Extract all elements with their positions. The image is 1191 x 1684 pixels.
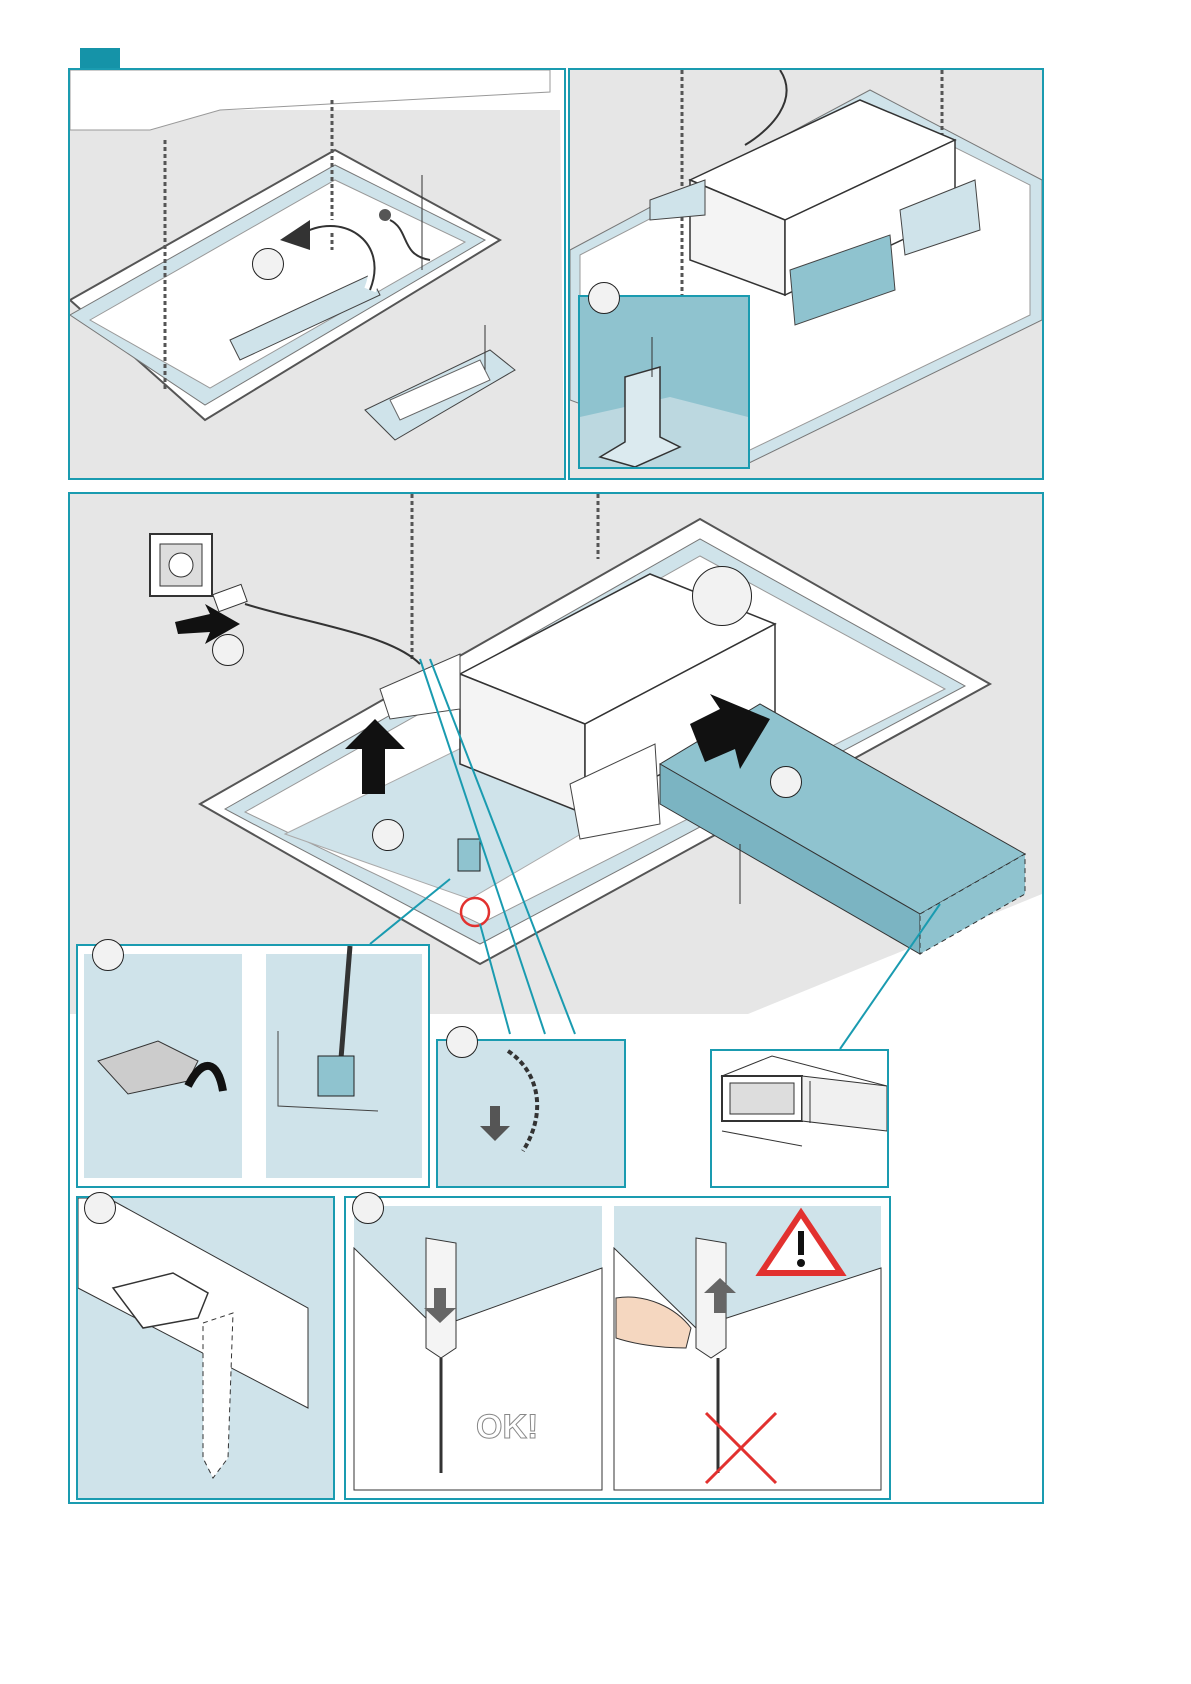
arrow-icon (480, 1106, 510, 1141)
callout-5 (372, 819, 404, 851)
chain-icon (508, 1051, 537, 1151)
callout-1 (252, 248, 284, 280)
inset-screw-fixing: OK! (344, 1196, 891, 1500)
allen-key-icon: OK! (346, 1198, 889, 1498)
inset-duct-section (710, 1049, 889, 1188)
inset-chain-removal (436, 1039, 626, 1188)
panel-top-left (68, 68, 566, 480)
callout-6 (92, 939, 124, 971)
wall-socket-icon (150, 534, 212, 596)
callout-9 (352, 1192, 384, 1224)
inset-bracket-plate (76, 944, 430, 1188)
callout-3 (770, 766, 802, 798)
callout-7 (446, 1026, 478, 1058)
callout-2 (588, 282, 620, 314)
callout-large (692, 566, 752, 626)
ceiling-opening-illustration (70, 70, 564, 478)
ok-label: OK! (476, 1408, 538, 1446)
callout-8 (84, 1192, 116, 1224)
panel-bottom: OK! (68, 492, 1044, 1504)
detail-inset-tab (578, 295, 750, 469)
panel-top-right (568, 68, 1044, 480)
inset-tab-detail (76, 1196, 335, 1500)
callout-4 (212, 634, 244, 666)
